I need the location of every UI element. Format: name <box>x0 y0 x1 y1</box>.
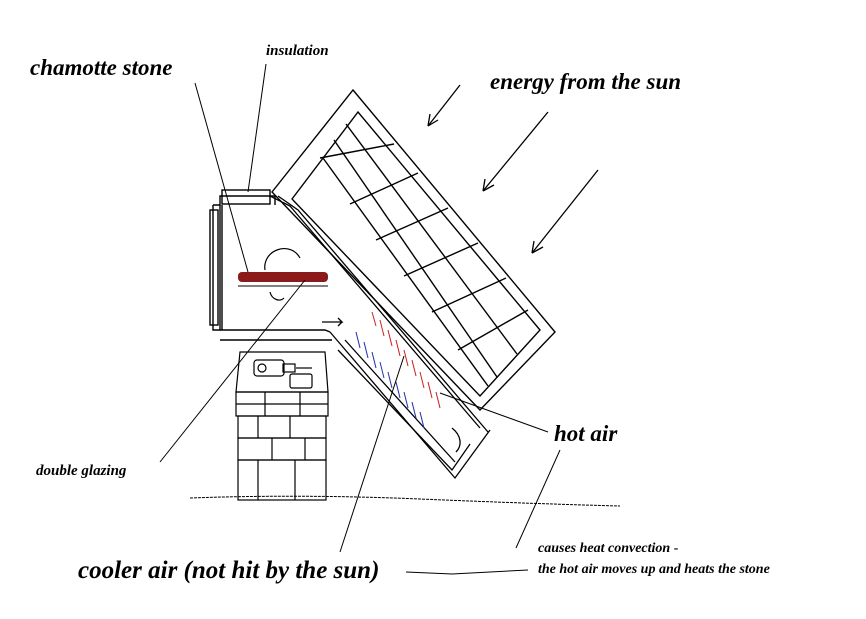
label-chamotte-stone: chamotte stone <box>30 55 173 80</box>
label-double-glazing: double glazing <box>36 463 127 479</box>
label-insulation: insulation <box>266 43 329 59</box>
chamotte-stone-slab <box>238 272 328 282</box>
solar-panel <box>271 88 556 412</box>
label-hot-air: hot air <box>554 421 618 446</box>
label-convection-line2: the hot air moves up and heats the stone <box>538 562 770 577</box>
swirl-arrow-lower <box>269 291 285 301</box>
ground-line <box>189 495 621 507</box>
label-cooler-air: cooler air (not hit by the sun) <box>78 557 380 584</box>
sun-arrows <box>427 84 599 254</box>
air-channel <box>269 195 491 480</box>
oven-box <box>209 189 332 341</box>
cool-air-hatching <box>355 331 425 429</box>
stone-base <box>235 391 329 501</box>
leader-lines <box>159 63 561 575</box>
tracking-mechanism <box>235 351 329 393</box>
swirl-arrow <box>264 248 301 271</box>
hot-air-hatching <box>371 311 441 409</box>
label-convection-line1: causes heat convection - <box>538 541 679 556</box>
label-energy-from-sun: energy from the sun <box>490 69 682 94</box>
